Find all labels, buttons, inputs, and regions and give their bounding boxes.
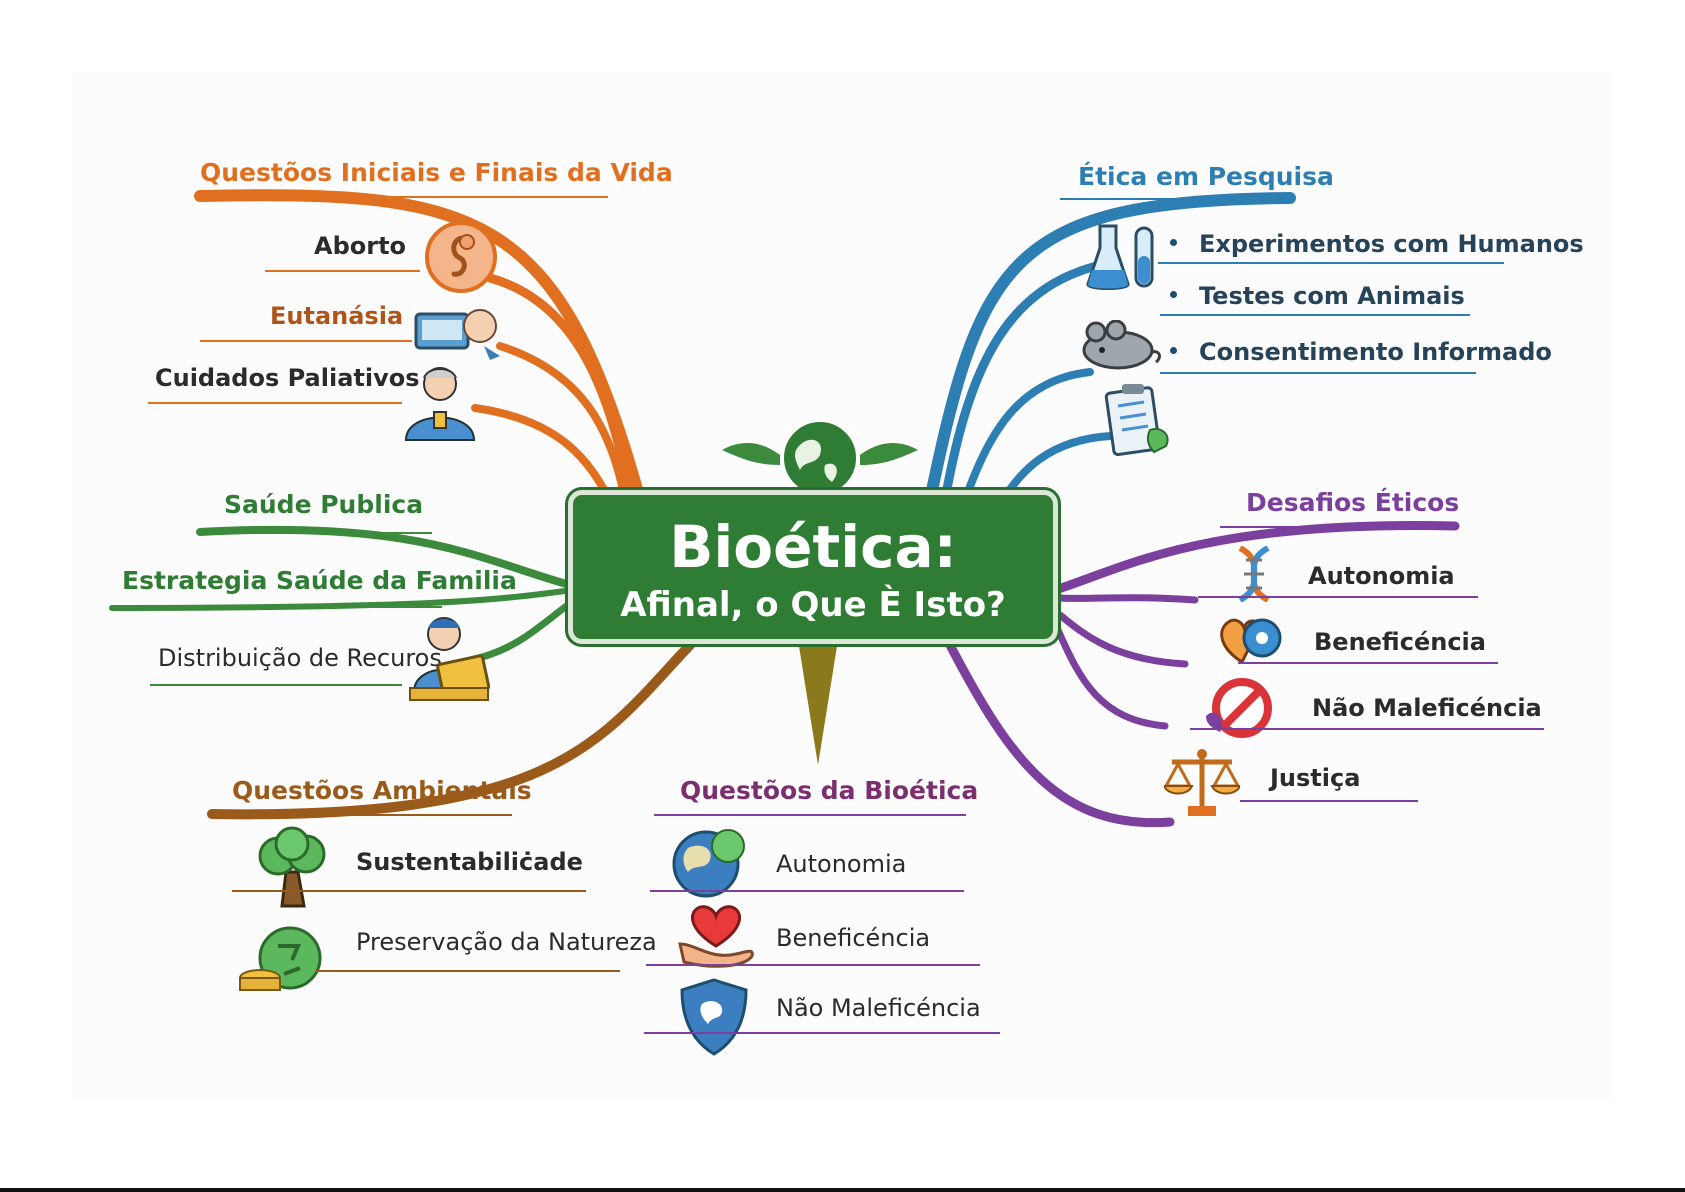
item-underline [1158, 262, 1504, 264]
branch-underline [200, 532, 432, 534]
central-topic: Bioética: Afinal, o Que È Isto? [565, 487, 1061, 647]
item-underline [316, 970, 620, 972]
item-underline [148, 402, 402, 404]
item-consentimento: Consentimento Informado [1170, 338, 1552, 366]
recycle-icon [238, 924, 330, 996]
item-underline [646, 964, 980, 966]
bullet [1170, 290, 1177, 298]
item-underline [150, 684, 402, 686]
dna-icon [1230, 545, 1278, 603]
item-desafios-nao-maleficencia: Não Maleficéncia [1312, 694, 1542, 722]
branch-underline [654, 814, 966, 816]
no-harm-icon [1202, 676, 1276, 740]
animal-icon [1078, 319, 1162, 372]
shield-icon [678, 978, 750, 1056]
item-desafios-justica: Justiça [1270, 764, 1361, 792]
item-desafios-beneficencia: Beneficéncia [1314, 628, 1486, 656]
branch-underline [198, 196, 608, 198]
item-experimentos: Experimentos com Humanos [1170, 230, 1584, 258]
branch-title-pesquisa: Ética em Pesquisa [1078, 162, 1334, 191]
item-testes-animais: Testes com Animais [1170, 282, 1465, 310]
globe-icon [670, 828, 748, 898]
item-underline [1198, 596, 1478, 598]
worker-laptop-icon [404, 612, 496, 704]
caregiver-icon [398, 362, 482, 442]
item-estrategia: Estrategia Saúde da Familia [122, 566, 517, 595]
item-underline [1160, 372, 1476, 374]
bottom-edge [0, 1188, 1685, 1192]
flask-icon [1086, 222, 1158, 294]
item-consentimento-label: Consentimento Informado [1199, 338, 1552, 366]
item-underline [1160, 314, 1470, 316]
branch-title-ambientais: Questõos Ambientais [232, 776, 532, 805]
scales-icon [1162, 748, 1242, 818]
branch-underline [1220, 526, 1456, 528]
fetus-icon [424, 220, 498, 294]
item-underline [200, 340, 412, 342]
item-experimentos-label: Experimentos com Humanos [1199, 230, 1584, 258]
bullet [1170, 238, 1177, 246]
heart-hand-icon [676, 904, 758, 970]
item-underline [265, 270, 420, 272]
item-underline [112, 606, 442, 608]
item-bioetica-autonomia: Autonomia [776, 850, 907, 878]
tree-icon [252, 826, 334, 912]
item-underline [1240, 800, 1418, 802]
item-underline [1190, 728, 1544, 730]
item-underline [1238, 662, 1498, 664]
branch-underline [212, 814, 512, 816]
item-eutanasia: Eutanásia [270, 302, 404, 330]
branch-underline [1060, 198, 1292, 200]
clipboard-icon [1104, 382, 1176, 458]
item-bioetica-beneficencia: Beneficéncia [776, 924, 931, 952]
item-underline [232, 890, 586, 892]
bullet [1170, 346, 1177, 354]
item-underline [644, 1032, 1000, 1034]
central-subtitle: Afinal, o Que È Isto? [620, 585, 1006, 625]
item-sustentabilidade: Sustentabiliċade [356, 848, 583, 876]
item-preservacao: Preservação da Natureza [356, 928, 657, 956]
branch-title-vida: Questõos Iniciais e Finais da Vida [200, 158, 673, 187]
item-desafios-autonomia: Autonomia [1308, 562, 1455, 590]
item-aborto: Aborto [314, 232, 407, 260]
heart-globe-icon [1216, 612, 1284, 666]
branch-title-saude: Saúde Publica [224, 490, 424, 519]
monitor-patient-icon [414, 302, 504, 364]
branch-title-bioetica: Questõos da Bioética [680, 776, 979, 805]
item-underline [650, 890, 964, 892]
branch-title-desafios: Desafios Éticos [1246, 488, 1460, 517]
item-distribuicao: Distribuição de Recuros [158, 644, 442, 672]
item-bioetica-nao-maleficencia: Não Maleficéncia [776, 994, 981, 1022]
item-testes-animais-label: Testes com Animais [1199, 282, 1465, 310]
central-title: Bioética: [669, 513, 957, 581]
item-cuidados-paliativos: Cuidados Paliativos [155, 364, 420, 392]
